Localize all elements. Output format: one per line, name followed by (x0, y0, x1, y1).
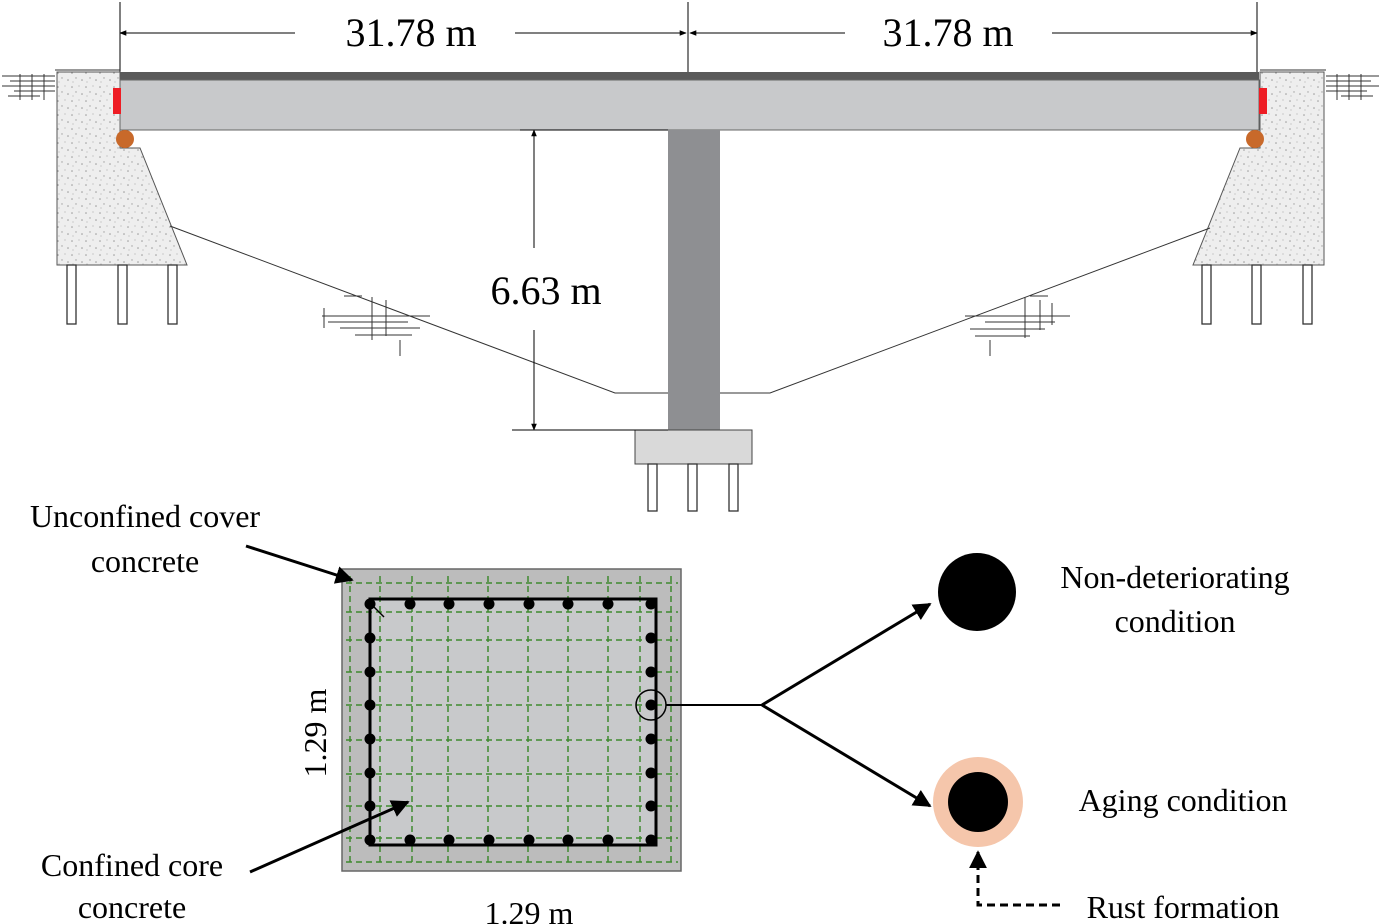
span-right-label: 31.78 m (882, 10, 1013, 55)
cover-arrow (245, 544, 354, 584)
rebar-dot (645, 699, 657, 711)
rebar-dot (645, 632, 657, 644)
abutment-piles-left (66, 264, 178, 325)
core-concrete (370, 599, 656, 845)
transverse-hoop (368, 597, 658, 847)
rebar-dot (483, 598, 495, 610)
rebar-dot (645, 666, 657, 678)
cover-label-line1: Unconfined cover (30, 498, 260, 534)
rust-label: Rust formation (1087, 889, 1280, 924)
bearing-pad-left (113, 88, 121, 114)
span-left-label: 31.78 m (345, 10, 476, 55)
core-label-line1: Confined core (41, 847, 223, 883)
abutment-right (1192, 71, 1325, 266)
rebar-aging (948, 772, 1008, 832)
soil-hatch-left (322, 295, 430, 356)
rebar-dot (645, 834, 657, 846)
rebar-dot (562, 834, 574, 846)
aging-label: Aging condition (1079, 782, 1288, 818)
section-mesh-grid (346, 576, 678, 866)
rebar-dot (404, 834, 416, 846)
rebar-dot (364, 699, 376, 711)
pier-piles (647, 463, 739, 512)
rebar-dot (602, 834, 614, 846)
rebar-dot (443, 598, 455, 610)
ground-line-left (169, 225, 668, 394)
deck-wearing-surface (120, 72, 1259, 80)
rebar-dot (645, 767, 657, 779)
rebar-dot (523, 598, 535, 610)
rebar-dot (364, 834, 376, 846)
rebar-dot (364, 632, 376, 644)
bearing-left (116, 130, 134, 148)
rebar-dot (645, 733, 657, 745)
rebar-dot (562, 598, 574, 610)
rebar-dot (364, 767, 376, 779)
rebar-dot (364, 666, 376, 678)
soil-hatch-right (965, 295, 1070, 356)
rebar-dot (364, 800, 376, 812)
rebar-dot (645, 800, 657, 812)
branch-arrow-aging (761, 703, 932, 808)
rust-arrow (969, 850, 1060, 907)
abutment-piles-right (1201, 264, 1313, 325)
span-dimension (119, 2, 1258, 72)
rebar-dot (404, 598, 416, 610)
longitudinal-rebars (364, 598, 657, 846)
rebar-dot (443, 834, 455, 846)
bearing-right (1246, 130, 1264, 148)
bridge-elevation: 31.78 m 31.78 m (2, 2, 1379, 512)
bearing-pad-right (1259, 88, 1267, 114)
column-cross-section: 1.29 m 1.29 m Unconfined cover concrete … (30, 498, 682, 924)
rebar-dot (523, 834, 535, 846)
section-height-label: 1.29 m (297, 688, 333, 777)
ground-line-right (720, 227, 1211, 394)
rebar-dot (645, 598, 657, 610)
rebar-conditions: Non-deteriorating condition Aging condit… (666, 553, 1290, 924)
ground-hatch-right (1260, 69, 1379, 100)
rebar-dot (602, 598, 614, 610)
rebar-normal (938, 553, 1016, 631)
deck (119, 79, 1260, 131)
rebar-dot (483, 834, 495, 846)
cover-label-line2: concrete (91, 543, 199, 579)
ground-hatch-left (2, 69, 120, 100)
normal-label-line2: condition (1115, 603, 1236, 639)
section-width-label: 1.29 m (485, 895, 574, 924)
pier-height-label: 6.63 m (490, 268, 601, 313)
pier (668, 130, 720, 430)
rebar-dot (364, 598, 376, 610)
core-label-line2: concrete (78, 889, 186, 924)
normal-label-line1: Non-deteriorating (1060, 559, 1289, 595)
pier-height-dimension (512, 129, 668, 431)
core-arrow (249, 800, 410, 874)
branch-arrow-normal (761, 602, 932, 707)
rebar-dot (364, 733, 376, 745)
pier-footing (634, 429, 753, 465)
